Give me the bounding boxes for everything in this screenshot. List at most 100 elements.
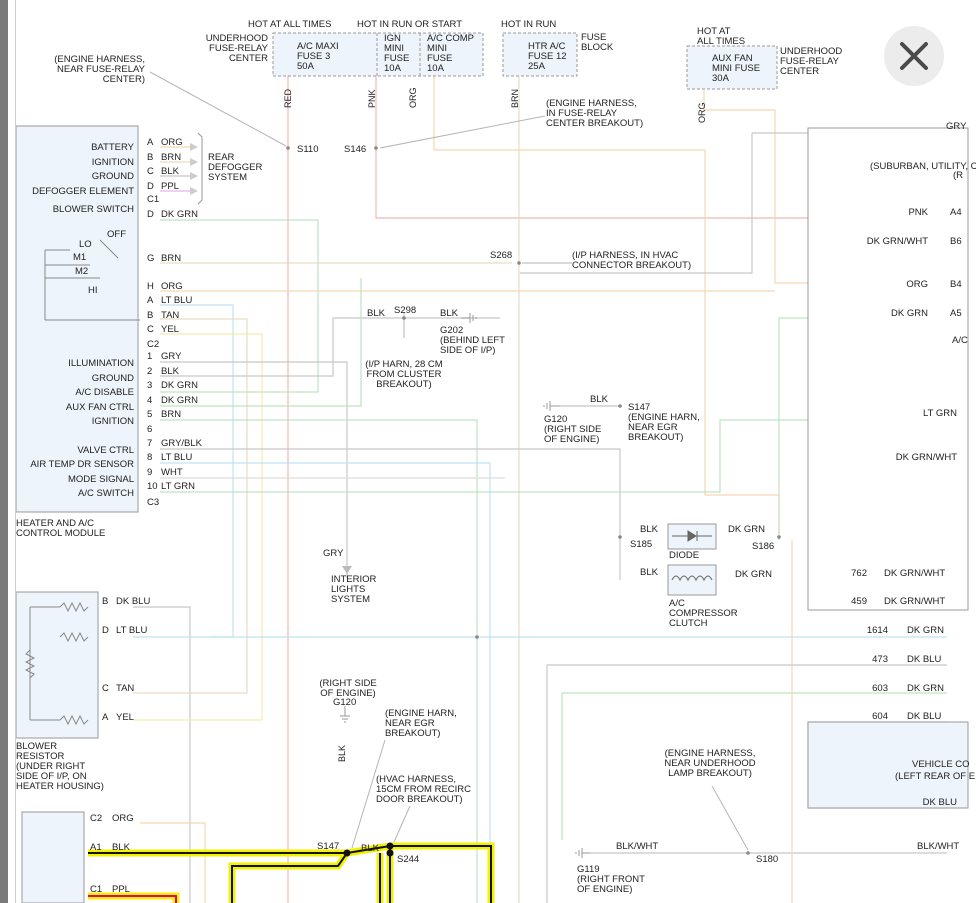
fuse-relay-box [272, 32, 484, 77]
note-hvac-15cm-3: DOOR BREAKOUT) [376, 794, 463, 805]
rc-pnk-pin: A4 [950, 207, 962, 218]
highlight-dots [343, 842, 394, 857]
note-right-front-2: OF ENGINE) [577, 884, 632, 895]
pin-bl-d: D [147, 209, 154, 220]
note-hvac-15cm-1: (HVAC HARNESS, [376, 774, 456, 785]
label-center-right: CENTER [780, 66, 819, 77]
pin-res-b: B [102, 596, 108, 607]
rc-a5-pin: A5 [950, 308, 962, 319]
dot-s147-lower [343, 849, 351, 857]
label-fuse-block-2: BLOCK [581, 42, 614, 53]
label-hot-at-all-times: HOT AT ALL TIMES [248, 19, 331, 30]
note-underhood-lamp-2: NEAR UNDERHOOD [664, 758, 755, 769]
color-c3-8: LT BLU [161, 452, 192, 463]
diode-symbol [672, 530, 712, 542]
fuse-ign-4: 10A [384, 63, 402, 74]
fn-c3-ground: GROUND [92, 373, 134, 384]
note-egr-upper-2: NEAR EGR [628, 422, 678, 433]
label-fuse-relay-left: FUSE-RELAY [209, 43, 269, 54]
right-connector-box [807, 127, 969, 611]
fn-illumination: ILLUMINATION [68, 358, 134, 369]
dot-s186 [777, 535, 781, 539]
rc-org-b4: ORG [906, 279, 928, 290]
rc-ltgrn: LT GRN [923, 408, 957, 419]
color-c3-2: BLK [161, 366, 180, 377]
pin-res-a: A [102, 712, 109, 723]
resistor-element-b [59, 601, 89, 613]
color-bl-h: ORG [161, 281, 183, 292]
pin-c3-5: 5 [147, 409, 152, 420]
coil-symbol [671, 575, 713, 582]
note-egr-lower-1: (ENGINE HARN, [385, 708, 457, 719]
wire-pnk-ign [375, 76, 947, 219]
left-edge-gap [8, 0, 16, 903]
hvac-module-box [15, 125, 139, 513]
label-s180: S180 [756, 854, 778, 865]
color-defog-a: ORG [161, 137, 183, 148]
pin-c3-6: 6 [147, 424, 152, 435]
vlabel-blk-lower: BLK [337, 745, 347, 762]
wire-dk-grn-d [160, 219, 319, 393]
close-icon [900, 42, 928, 70]
comp-interior-3: SYSTEM [331, 594, 370, 605]
comp-rear-defog-2: DEFOGGER [208, 162, 263, 173]
label-s298: S298 [394, 305, 416, 316]
fn-mode-signal: MODE SIGNAL [68, 474, 134, 485]
close-button[interactable] [884, 26, 944, 86]
label-blk-s298-left: BLK [367, 308, 386, 319]
fuse-aux-1: AUX FAN [712, 53, 753, 64]
comp-resistor-1: BLOWER [16, 741, 57, 752]
fn-ground: GROUND [92, 171, 134, 182]
note-ip-28cm-1: (I/P HARN, 28 CM [365, 359, 443, 370]
dot-s146 [374, 146, 378, 150]
vlabel-org-aux: ORG [697, 102, 707, 123]
note-right-front-1: (RIGHT FRONT [577, 874, 645, 885]
label-s110: S110 [297, 144, 318, 155]
blower-resistor-box [15, 591, 99, 739]
wire-yel-c [160, 333, 263, 720]
color-ll-a1: BLK [112, 842, 131, 853]
note-rs-engine-upper-1: (RIGHT SIDE [544, 424, 601, 435]
color-defog-b: BRN [161, 152, 181, 163]
label-all-times: ALL TIMES [697, 36, 745, 47]
fuse-ac-maxi-2: FUSE 3 [297, 51, 330, 62]
pin-bl-a: A [147, 295, 154, 306]
pin-defog-c: C [147, 166, 154, 177]
wire-603 [561, 692, 947, 840]
label-fuse-block-1: FUSE [581, 32, 606, 43]
fuse-ign-2: MINI [384, 43, 404, 54]
vlabel-pnk: PNK [367, 89, 377, 108]
dot-s298 [402, 316, 406, 320]
dot-s185 [618, 535, 622, 539]
rc-dkgrn-a5: DK GRN [891, 308, 928, 319]
wire-blk-2 [160, 317, 500, 377]
fuse-ign-1: IGN [384, 33, 401, 44]
fn-aux-fan-ctrl: AUX FAN CTRL [66, 402, 134, 413]
pin-bl-b: B [147, 310, 153, 321]
color-defog-d: PPL [161, 181, 179, 192]
note-eh-in-fr-2: IN FUSE-RELAY [546, 108, 618, 119]
note-ip-hvac-1: (I/P HARNESS, IN HVAC [572, 250, 678, 261]
comp-clutch-2: COMPRESSOR [669, 608, 738, 619]
label-center-left: CENTER [229, 53, 268, 64]
pin-defog-d: D [147, 181, 154, 192]
wire-brn-5 [160, 419, 478, 903]
color-c3-5: BRN [161, 409, 181, 420]
pin-c3-2: 2 [147, 366, 152, 377]
label-g120-upper: G120 [544, 414, 567, 425]
label-blk-s298-right: BLK [440, 308, 459, 319]
leader-s110 [149, 71, 287, 147]
note-rs-engine-upper-2: OF ENGINE) [544, 434, 599, 445]
circuit-1614-color: DK GRN [907, 625, 944, 636]
comp-rear-defog-1: REAR [208, 152, 235, 163]
color-bl-d: DK GRN [161, 209, 198, 220]
label-s268: S268 [490, 250, 512, 261]
clutch-box [667, 564, 717, 596]
comp-interior-1: INTERIOR [331, 574, 377, 585]
note-egr-upper-3: BREAKOUT) [628, 432, 683, 443]
label-blk-s244: BLK [361, 843, 380, 854]
sw-hi: HI [88, 285, 98, 296]
resistor-frame [29, 606, 60, 721]
color-ll-c2: ORG [112, 813, 134, 824]
dot-477 [475, 635, 479, 639]
